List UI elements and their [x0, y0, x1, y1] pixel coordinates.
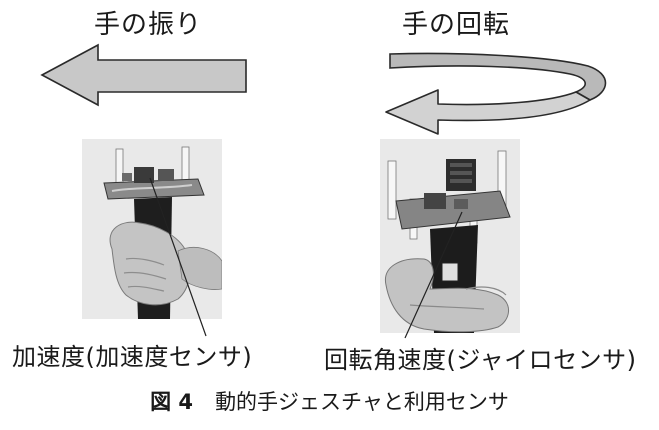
rotation-arrow-icon: [385, 52, 607, 135]
rotation-gesture-title: 手の回転: [402, 10, 511, 40]
swing-gesture-title: 手の振り: [94, 10, 203, 40]
gyro-caption: 回転角速度(ジャイロセンサ): [324, 346, 637, 374]
accelerometer-caption: 加速度(加速度センサ): [12, 343, 253, 371]
accelerometer-device-photo: [82, 139, 222, 319]
gyro-leader-line: [404, 211, 463, 339]
figure-caption: 図 4 動的手ジェスチャと利用センサ: [0, 386, 659, 416]
gyro-device-photo: [380, 139, 520, 333]
swing-arrow-icon: [40, 43, 247, 107]
figure-number: 図 4: [150, 390, 194, 414]
accelerometer-leader-line: [149, 177, 207, 337]
figure-caption-text: 動的手ジェスチャと利用センサ: [215, 390, 509, 414]
